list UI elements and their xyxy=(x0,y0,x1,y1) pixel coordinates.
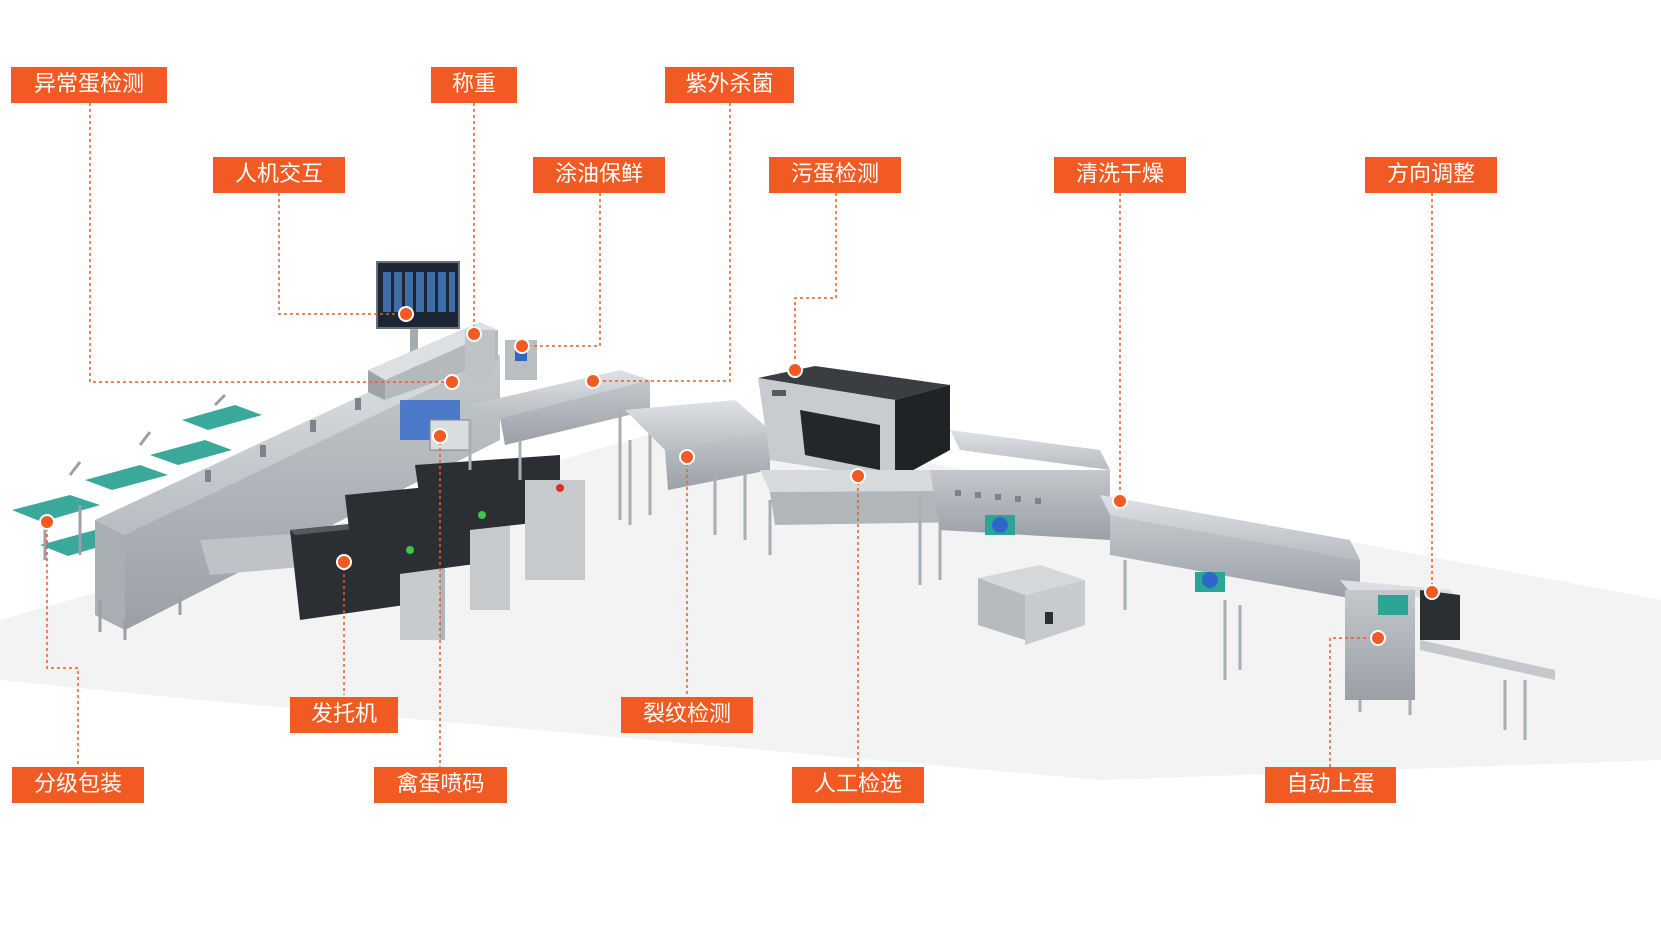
label-orientation: 方向调整 xyxy=(1365,157,1497,193)
marker-dot xyxy=(39,514,55,530)
label-oil-coating: 涂油保鲜 xyxy=(533,157,665,193)
tray-dispensers xyxy=(200,455,585,640)
control-cabinet xyxy=(978,565,1085,645)
marker-dot xyxy=(585,373,601,389)
grading-packing-unit xyxy=(12,345,585,640)
label-egg-printing: 禽蛋喷码 xyxy=(374,767,507,803)
marker-dot xyxy=(1370,630,1386,646)
label-weighing: 称重 xyxy=(431,67,517,103)
label-abnormal-egg-detection: 异常蛋检测 xyxy=(11,67,167,103)
dirty-egg-inspection xyxy=(758,366,950,480)
marker-dot xyxy=(398,306,414,322)
marker-dots xyxy=(39,306,1440,646)
marker-dot xyxy=(432,428,448,444)
marker-dot xyxy=(850,468,866,484)
marker-dot xyxy=(1112,493,1128,509)
label-wash-dry: 清洗干燥 xyxy=(1054,157,1186,193)
label-dirty-egg-detection: 污蛋检测 xyxy=(769,157,901,193)
washing-drying-section xyxy=(930,430,1360,680)
marker-dot xyxy=(514,338,530,354)
label-hmi: 人机交互 xyxy=(213,157,345,193)
marker-dot xyxy=(1424,584,1440,600)
label-uv-sterilization: 紫外杀菌 xyxy=(665,67,794,103)
label-auto-loading: 自动上蛋 xyxy=(1265,767,1396,803)
label-tray-dispenser: 发托机 xyxy=(290,697,398,733)
label-grading-packing: 分级包装 xyxy=(12,767,144,803)
marker-dot xyxy=(336,554,352,570)
marker-dot xyxy=(466,326,482,342)
label-manual-inspection: 人工检选 xyxy=(792,767,924,803)
label-crack-detection: 裂纹检测 xyxy=(621,697,753,733)
coating-uv-section xyxy=(468,340,652,520)
marker-dot xyxy=(444,374,460,390)
crack-detection-section xyxy=(625,400,770,540)
marker-dot xyxy=(787,362,803,378)
leader-lines xyxy=(46,103,1433,767)
marker-dot xyxy=(679,449,695,465)
hmi-screen-assembly xyxy=(376,261,460,376)
